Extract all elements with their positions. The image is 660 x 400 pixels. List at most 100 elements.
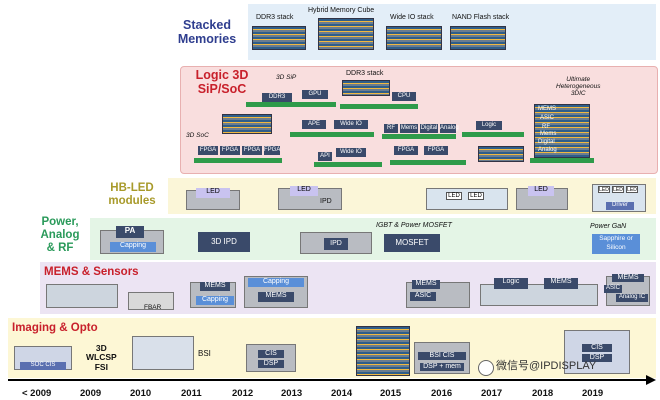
capping-mems-1: Capping [196,296,234,305]
ultimate-substrate [530,158,594,163]
mems-label: MEMS & Sensors [44,266,139,278]
fpga-block-5: FPGA [394,146,418,155]
wideio-stack-chip [386,26,442,50]
led-module-3 [426,188,508,210]
timeline-year-label: 2012 [232,388,254,399]
timeline-year-label: 2010 [130,388,152,399]
imaging-band [8,318,656,378]
wlcsp-label: 3D WLCSP FSI [86,343,117,372]
led-2: LED [290,186,318,196]
logic-block: Logic [476,121,502,130]
igbt-label: IGBT & Power MOSFET [376,222,452,229]
u-rf-label: RF [542,124,550,130]
cis-block-2: CIS [582,344,612,352]
timeline-year-label: 2015 [380,388,402,399]
led-4: LED [468,192,484,200]
dsp-block-1: DSP [258,360,284,368]
timeline-year-label: 2009 [80,388,102,399]
capping-mems-2: Capping [248,278,304,287]
dsp-block-2: DSP [582,354,612,362]
sip-substrate-2 [340,104,418,109]
led-1: LED [196,188,230,198]
mosfet-block: MOSFET [384,234,440,252]
timeline-year-label: 2019 [582,388,604,399]
cpu-block: CPU [392,92,416,101]
ddr3-block: DDR3 [262,93,292,102]
ipd-block: IPD [324,238,348,250]
timeline-year-label: 2014 [331,388,353,399]
soc-substrate-1 [194,158,282,163]
logic-mems-block: Logic [494,278,528,289]
soc-substrate-3 [390,160,466,165]
mems-block-3: MEMS [412,280,440,289]
sip-substrate-1 [246,102,336,107]
driver-block: Driver [606,202,634,210]
nand-stack-chip [450,26,506,50]
dsp-mem-block: DSP + mem [420,363,464,371]
mems-block-4: MEMS [544,278,578,289]
ultimate-label: Ultimate Heterogeneous 3DIC [556,76,601,98]
mems-block: Mems [400,124,418,133]
soc-cis-block: SOC CIS [20,362,66,370]
watermark-text: 微信号@IPDISPLAY [496,360,597,372]
cis-module-2 [564,330,630,374]
power-band [90,218,656,260]
gan-label: Power GaN [590,223,627,230]
hbled-label: HB-LED modules [108,182,156,208]
fpga-block-4: FPGA [264,146,281,155]
timeline-year-label: 2011 [181,388,202,399]
timeline-year-label: 2016 [431,388,453,399]
power-label: Power, Analog & RF [40,216,80,255]
gpu-block: GPU [302,90,328,99]
fbar-label: FBAR [144,304,162,311]
timeline-year-label: 2017 [481,388,503,399]
ddr3-stack-chip [252,26,306,50]
soc3d-label: 3D SoC [186,132,209,139]
soc-stack-right [478,146,524,162]
u-mems-label: MEMS [538,106,556,112]
imaging-label: Imaging & Opto [12,322,98,334]
wideio-stack-label: Wide IO stack [390,14,434,21]
sip3d-label: 3D SiP [276,74,297,81]
mems-block-2: MEMS [258,292,294,302]
sip-substrate-5 [462,132,524,137]
led-6: LED [598,186,610,193]
analog-ic-block: Analog IC [616,294,648,302]
logic-label: Logic 3D SiP/SoC [195,68,249,97]
bsi-cis-block: BSI CIS [418,352,466,360]
soc-substrate-2 [314,162,382,167]
imaging-stack-2014 [356,326,410,376]
ipd3d-block: 3D IPD [198,232,250,252]
ape-block: APE [302,120,326,129]
cis-module-1 [246,344,296,372]
sip-substrate-4 [382,134,456,139]
led-3: LED [446,192,462,200]
sapphire-block: Sapphire or Silicon [592,234,640,254]
led-5: LED [528,186,554,196]
ddr3-stack-label: DDR3 stack [256,14,294,21]
wideio-block-2: Wide IO [336,148,366,157]
soc-stack-small [222,114,272,134]
hmc-label: Hybrid Memory Cube [308,7,375,14]
mems-block-1: MEMS [200,282,230,291]
u-mems2-label: Mems [540,131,557,137]
sip-substrate-3 [290,132,374,137]
fbar-module [128,292,174,310]
bsi-module [132,336,194,370]
mems-block-5: MEMS [612,274,644,282]
u-asic-label: ASIC [540,115,555,121]
hmc-chip [318,18,374,50]
ddr3stack-logic-label: DDR3 stack [346,70,384,77]
timeline-axis [8,379,648,381]
asic-block-2: ASIC [604,285,622,293]
mems-module-5 [480,284,598,306]
stacked-memories-label: Stacked Memories [177,18,237,47]
fpga-block-3: FPGA [242,146,262,155]
capping-power: Capping [110,242,156,252]
rf-block: RF [384,124,398,133]
u-digital-label: Digital [538,139,555,145]
led-8: LED [626,186,638,193]
ipd-hbled-label: IPD [320,198,332,205]
u-analog-label: Analog [538,147,557,153]
